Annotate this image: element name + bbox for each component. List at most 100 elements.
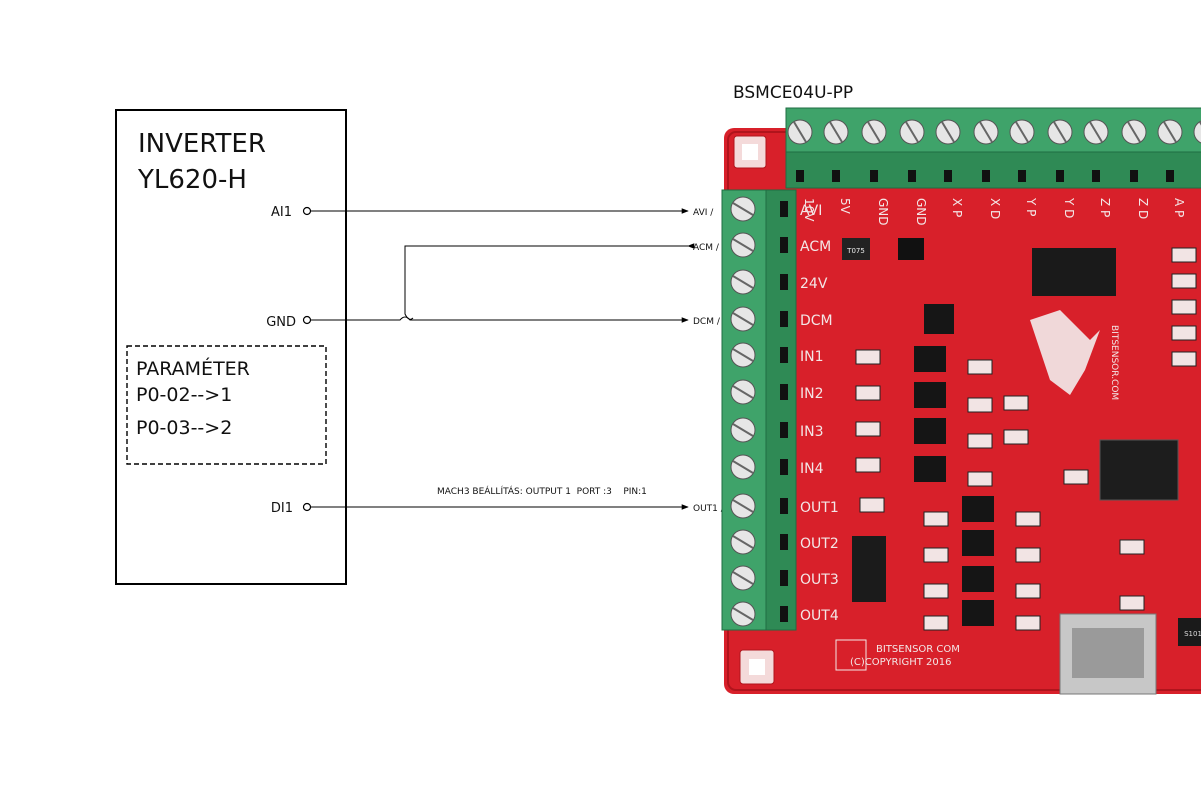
smd-component [1015,583,1041,599]
terminal-pin [780,237,788,253]
board-label-in4: IN4 [800,461,824,477]
screw-slot [941,121,955,143]
board-top-label: Y P [1024,197,1038,216]
screw-slot [732,499,754,513]
board-top-label: A P [1172,198,1186,217]
inverter-block: INVERTER YL620-H AI1 GND DI1 [115,109,347,585]
smd-component [855,349,881,365]
smd-component [1003,395,1029,411]
board-label-out2: OUT2 [800,536,839,552]
smd-component [923,615,949,631]
ic-dip [852,536,886,602]
terminal-pin [780,570,788,586]
smd-component [923,547,949,563]
terminal-pin [832,170,840,182]
terminal-pin [1092,170,1100,182]
bitsensor-logo-icon [835,639,867,671]
regulator [898,238,924,260]
terminal-pin [780,347,788,363]
chip-label-2: S101 [1184,630,1201,638]
smd-component [1171,351,1197,367]
smd-component [855,457,881,473]
screw-slot [732,202,754,216]
smd-component [1063,469,1089,485]
screw-slot [867,121,881,143]
optocoupler [962,600,994,626]
screw-slot [732,312,754,326]
terminal-pin [780,311,788,327]
wires: AVI / ACM / DCM / OUT1 / MACH3 BEÁLLÍTÁS… [311,208,725,514]
smd-component [1171,299,1197,315]
terminal-pin [1166,170,1174,182]
wire-label-avi: AVI / [693,208,714,218]
optocoupler [914,456,946,482]
optocoupler [914,346,946,372]
smd-component [923,511,949,527]
terminal-pin [908,170,916,182]
optocoupler [914,418,946,444]
silkscreen-line-1: BITSENSOR COM [876,644,960,655]
ic-soic [1032,248,1116,296]
left-screws [730,196,788,627]
screw-slot [732,348,754,362]
terminal-pin [780,606,788,622]
optocoupler [962,530,994,556]
smd-component [1171,325,1197,341]
terminal-pin [780,498,788,514]
optocoupler [914,382,946,408]
silkscreen-line-2: (C)COPYRIGHT 2016 [850,657,951,668]
optocoupler [962,496,994,522]
terminal-pin [796,170,804,182]
board-top-label: 5V [838,198,852,215]
board-top-label: Z P [1098,198,1112,217]
smd-component [967,433,993,449]
fuse [1178,618,1201,646]
screw-slot [732,385,754,399]
board-label-acm: ACM [800,239,831,255]
screw-slot [732,423,754,437]
board-label-in2: IN2 [800,386,824,402]
smd-component [1119,595,1145,611]
smd-parts [855,247,1197,631]
parameter-box-outline [126,345,327,465]
board-title: BSMCE04U-PP [733,83,853,103]
left-terminal-block [721,189,767,631]
inverter-model: YL620-H [137,165,247,195]
smd-component [1015,615,1041,631]
screw-slot [1163,121,1177,143]
parameter-line-2: P0-03-->2 [136,417,232,439]
board-top-label: 10V [802,198,816,222]
screw-slot [905,121,919,143]
microcontroller-qfp [1099,439,1179,501]
terminal-pin [870,170,878,182]
terminal-label-gnd: GND [266,315,296,330]
screw-slot [1053,121,1067,143]
screw-slot [979,121,993,143]
terminal-pin [780,459,788,475]
screw-slot [732,535,754,549]
smd-component [1171,247,1197,263]
wire-gnd-dcm [311,316,689,323]
mach3-note: MACH3 BEÁLLÍTÁS: OUTPUT 1 PORT :3 PIN:1 [437,485,647,497]
terminal-pin [780,534,788,550]
parameter-line-1: P0-02-->1 [136,384,232,406]
screw-slot [732,275,754,289]
terminal-pin [1130,170,1138,182]
smd-component [967,359,993,375]
smd-component [1003,429,1029,445]
silkscreen-brand: BITSENSOR.COM [1109,325,1119,400]
smd-component [1171,273,1197,289]
board-label-24v: 24V [800,276,828,292]
terminal-pin [780,384,788,400]
screw-slot [732,571,754,585]
terminal-label-ai1: AI1 [271,205,292,220]
smd-component [1015,547,1041,563]
terminal-pin [780,201,788,217]
eagle-logo-icon [1030,310,1100,395]
screw-slot [732,607,754,621]
top-screws [787,119,1201,182]
board-label-dcm: DCM [800,313,833,329]
smd-component [967,471,993,487]
